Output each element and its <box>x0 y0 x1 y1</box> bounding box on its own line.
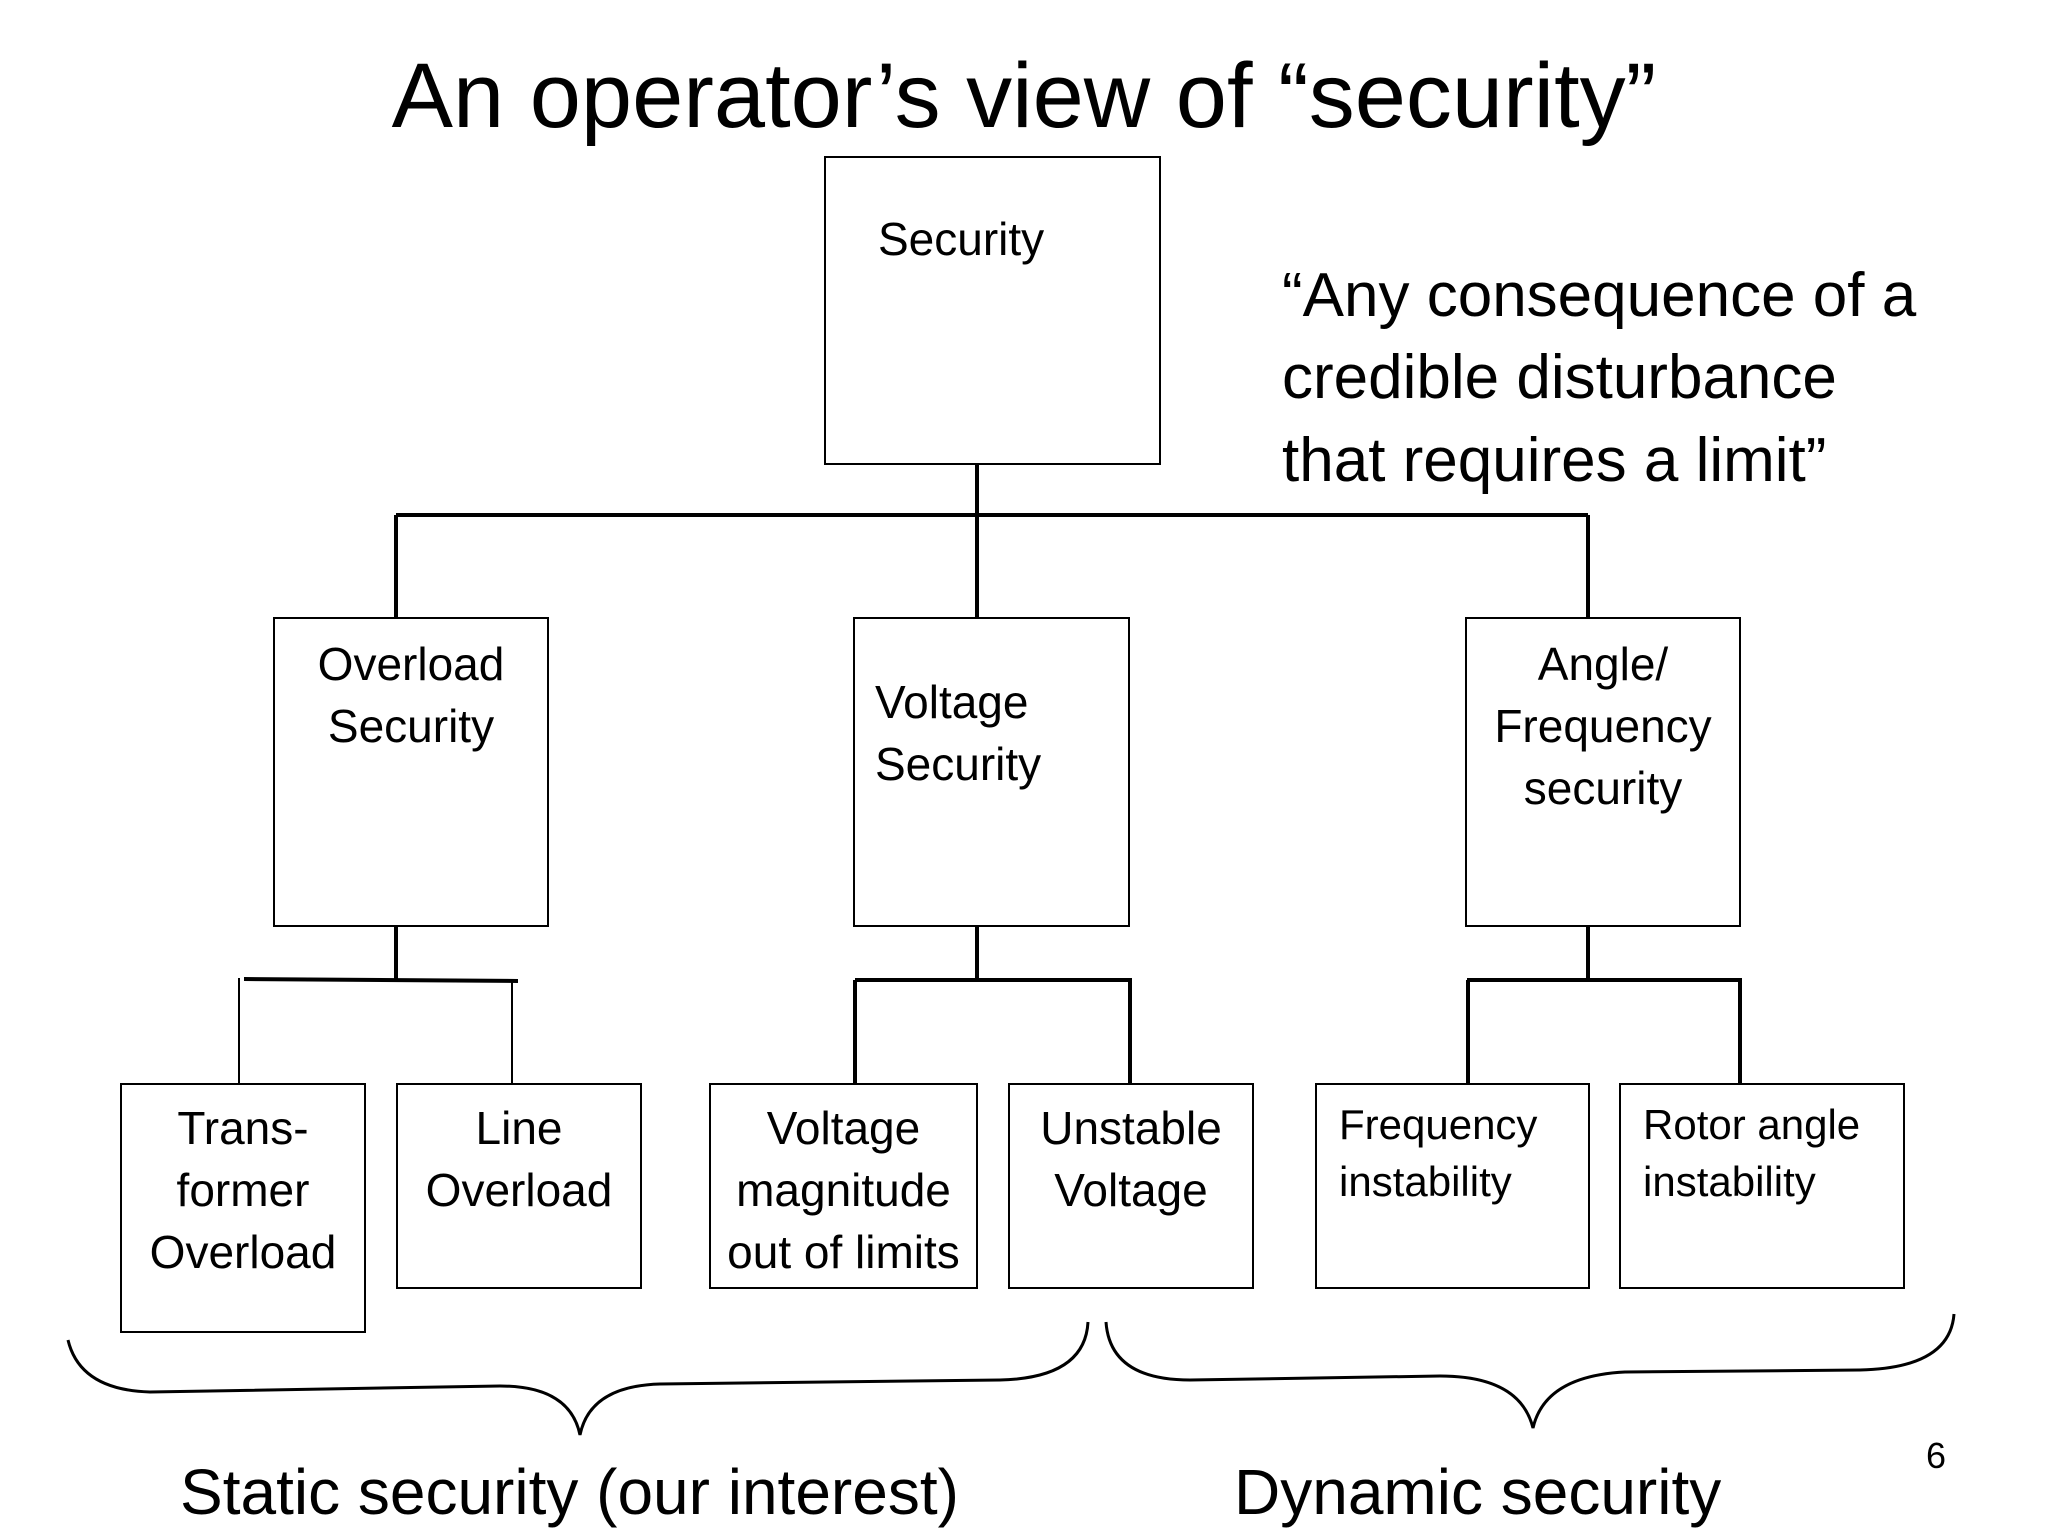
category-overload-label: Overload Security <box>317 638 505 753</box>
root-security-box: Security <box>824 156 1161 465</box>
leaf-unstable-voltage-label: Unstable Voltage <box>1040 1102 1222 1217</box>
connector-overload-bar <box>243 977 519 983</box>
page-number: 6 <box>1926 1435 1947 1476</box>
static-security-label: Static security (our interest) <box>180 1456 959 1528</box>
leaf-voltage-magnitude-label: Voltage magnitude out of limits <box>727 1102 960 1279</box>
category-voltage-label: Voltage Security <box>875 676 1042 791</box>
category-voltage-box: Voltage Security <box>853 617 1130 927</box>
dynamic-security-label: Dynamic security <box>1234 1456 1722 1528</box>
leaf-rotor-angle-instability-label: Rotor angle instability <box>1643 1101 1861 1205</box>
leaf-line-overload-box: Line Overload <box>396 1083 642 1289</box>
leaf-frequency-instability-label: Frequency instability <box>1339 1101 1538 1205</box>
leaf-transformer-overload-label: Trans- former Overload <box>149 1102 337 1279</box>
leaf-frequency-instability-box: Frequency instability <box>1315 1083 1590 1289</box>
definition-quote: “Any consequence of a credible disturban… <box>1282 261 1917 495</box>
leaf-voltage-magnitude-box: Voltage magnitude out of limits <box>709 1083 978 1289</box>
slide-title: An operator’s view of “security” <box>391 45 1657 147</box>
leaf-unstable-voltage-box: Unstable Voltage <box>1008 1083 1254 1289</box>
category-angle-frequency-label: Angle/ Frequency security <box>1494 638 1712 815</box>
category-angle-frequency-box: Angle/ Frequency security <box>1465 617 1741 927</box>
brace-dynamic <box>1104 1313 1956 1429</box>
leaf-transformer-overload-box: Trans- former Overload <box>120 1083 366 1333</box>
brace-static <box>66 1321 1090 1436</box>
leaf-line-overload-label: Line Overload <box>425 1102 613 1217</box>
category-overload-box: Overload Security <box>273 617 549 927</box>
root-security-label: Security <box>878 213 1045 265</box>
leaf-rotor-angle-instability-box: Rotor angle instability <box>1619 1083 1905 1289</box>
